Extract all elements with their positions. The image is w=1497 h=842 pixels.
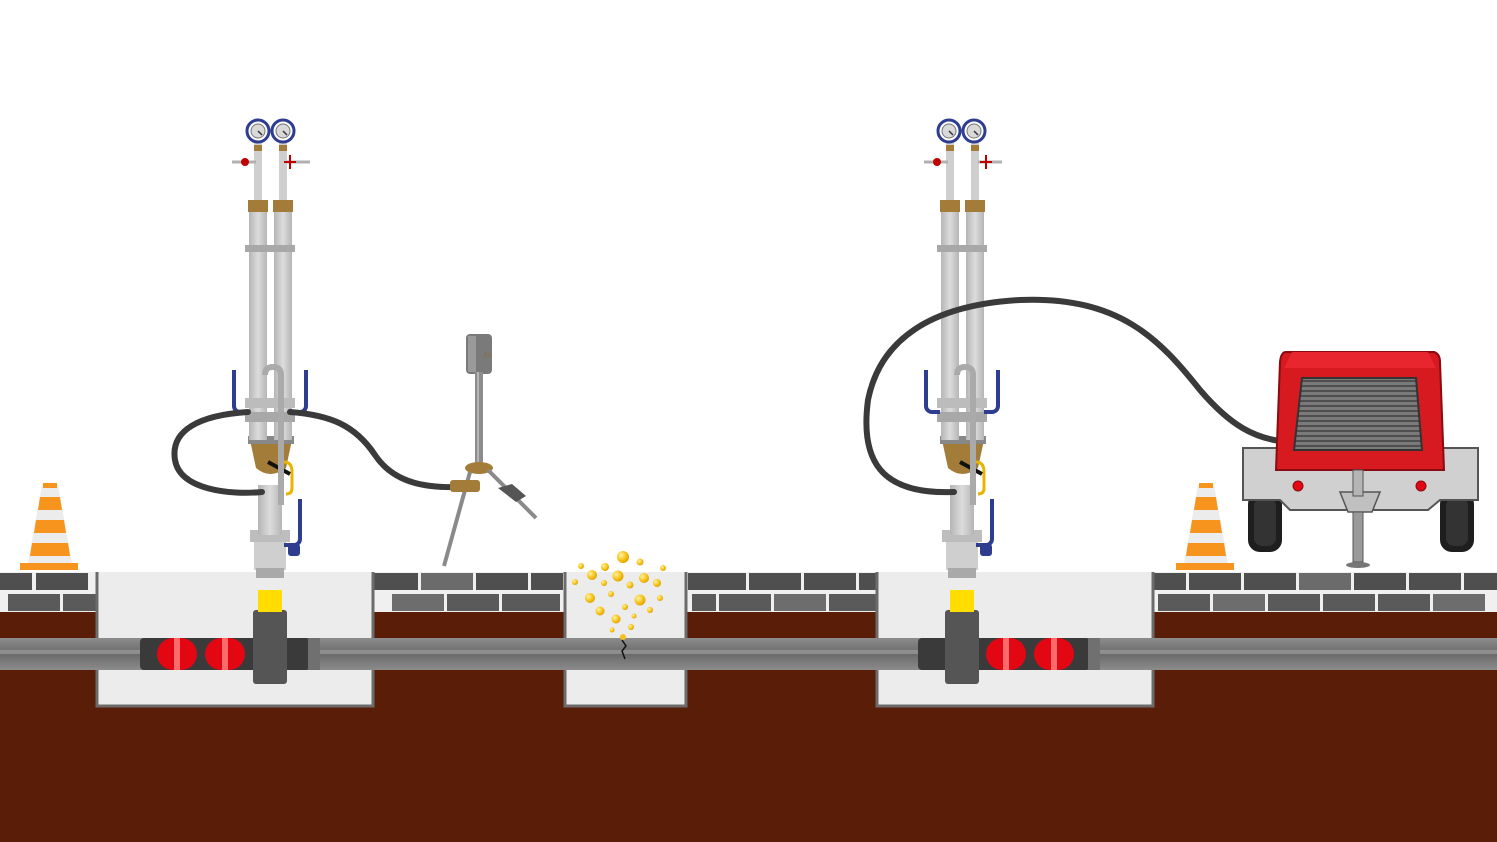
stopper-bags-right <box>986 638 1074 670</box>
traffic-cone-icon <box>20 483 78 570</box>
tee-fitting-left <box>253 590 287 684</box>
pressure-gauge-icon <box>270 118 296 144</box>
standpipe-assembly-left <box>232 140 310 578</box>
hose-right <box>863 296 1293 496</box>
gas-leak-bubbles-icon <box>572 551 666 660</box>
probe-label: Ex <box>484 352 492 359</box>
hose-left <box>171 409 463 496</box>
pressure-gauge-icon <box>936 118 962 144</box>
pressure-gauge-icon <box>961 118 987 144</box>
stopper-bags-left <box>157 638 245 670</box>
standpipe-assembly-right <box>924 140 1002 578</box>
tee-fitting-right <box>945 590 979 684</box>
gas-detector-icon: Ex <box>442 334 538 567</box>
air-compressor-icon <box>1242 351 1479 568</box>
traffic-cone-icon <box>1176 483 1234 570</box>
pressure-gauge-icon <box>245 118 271 144</box>
